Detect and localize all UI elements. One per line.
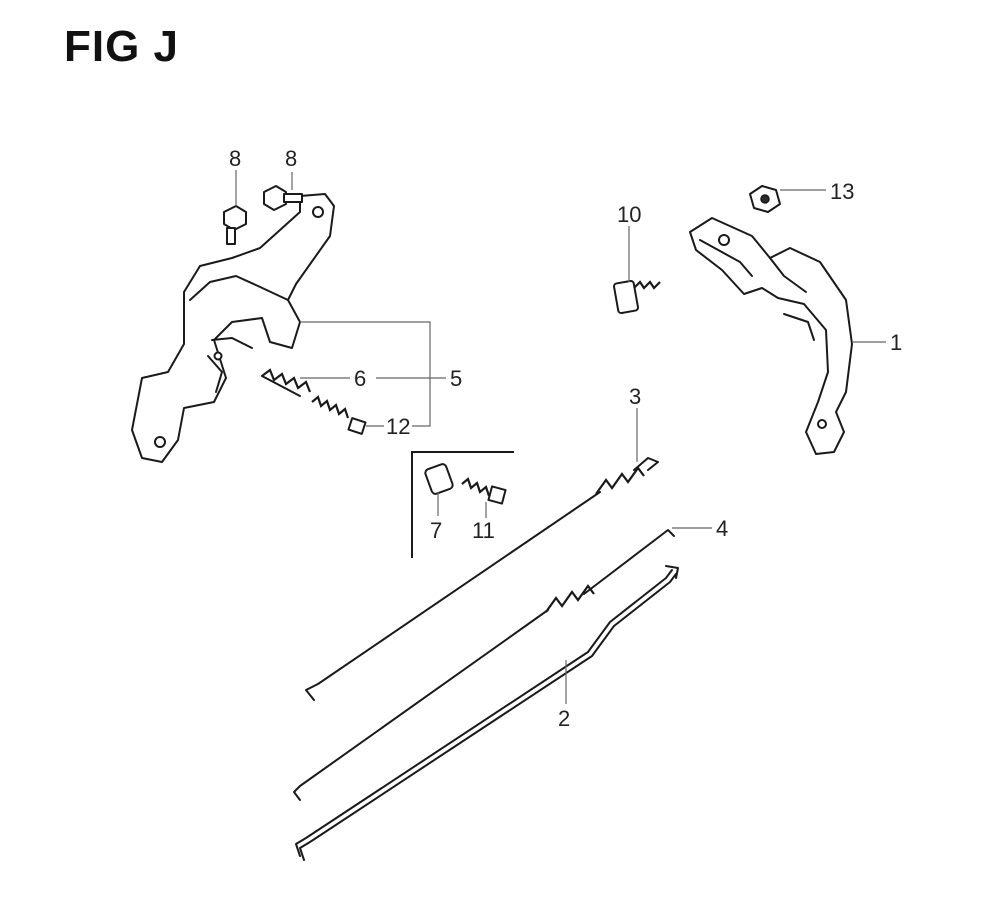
- callout-6: 6: [354, 366, 366, 391]
- callout-5: 5: [450, 366, 462, 391]
- rod-3: [305, 457, 659, 701]
- spring-6: [261, 368, 312, 397]
- nut-13: [749, 185, 781, 213]
- callout-2: 2: [558, 706, 570, 731]
- screw-12: [311, 395, 367, 435]
- callout-8-left: 8: [229, 146, 241, 171]
- figure-title: FIG J: [64, 22, 180, 71]
- callout-11: 11: [472, 518, 495, 543]
- callout-10: 10: [617, 202, 641, 227]
- inset-box: [411, 451, 514, 558]
- bolt-11: [461, 477, 507, 505]
- callout-7: 7: [430, 518, 442, 543]
- leader-lines: [235, 170, 886, 704]
- lever-1: [689, 217, 853, 455]
- callout-3: 3: [629, 384, 641, 409]
- callout-13: 13: [830, 179, 854, 204]
- collar-7: [424, 463, 454, 495]
- rod-4: [293, 529, 675, 801]
- callout-12: 12: [386, 414, 410, 439]
- bolt-8-left: [223, 205, 247, 245]
- bolt-8-right: [263, 185, 303, 211]
- control-bracket: [131, 193, 335, 463]
- callout-labels: 8 8 13 10 1 6 5 12 3 7 11 4 2: [229, 146, 902, 731]
- callout-4: 4: [716, 516, 728, 541]
- bolt-10: [613, 279, 661, 315]
- callout-1: 1: [890, 330, 902, 355]
- rod-2: [295, 565, 679, 861]
- callout-8-right: 8: [285, 146, 297, 171]
